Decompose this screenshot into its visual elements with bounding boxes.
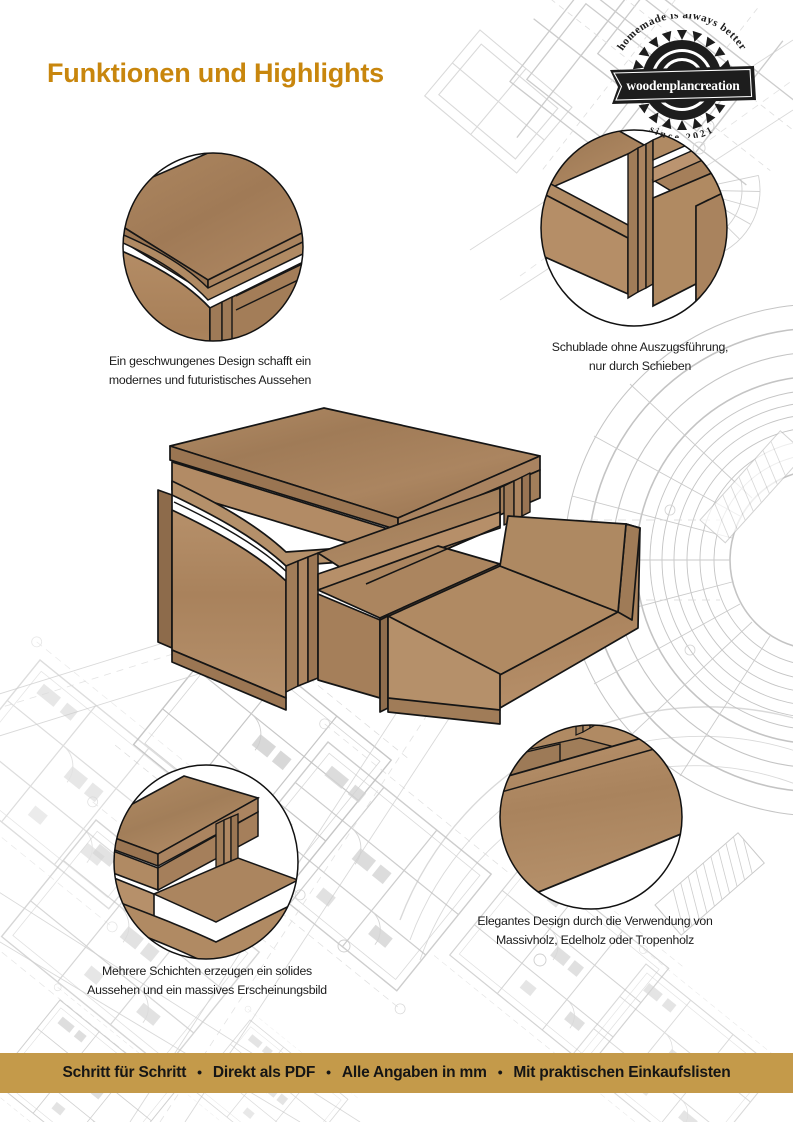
footer-bar: Schritt für Schritt • Direkt als PDF • A…: [0, 1053, 793, 1093]
footer-feature-list: Schritt für Schritt • Direkt als PDF • A…: [63, 1064, 731, 1082]
page-title: Funktionen und Highlights: [47, 58, 384, 88]
center-board-a: [285, 560, 299, 693]
caption-line: Aussehen und ein massives Erscheinungsbi…: [87, 983, 327, 997]
detail-caption-wood-choice: Elegantes Design durch die Verwendung vo…: [412, 912, 778, 950]
drawer-front-return: [379, 615, 389, 713]
caption-line: Massivholz, Edelholz oder Tropenholz: [495, 933, 695, 947]
detail-caption-layers: Mehrere Schichten erzeugen ein solides A…: [22, 962, 392, 1000]
detail-wood-choice: [494, 722, 688, 912]
caption-line: nur durch Schieben: [588, 359, 692, 373]
center-board-c: [307, 552, 319, 683]
rear-post-c: [521, 472, 531, 517]
footer-item-shopping-list: Mit praktischen Einkaufslisten: [513, 1064, 731, 1081]
center-board-b: [297, 556, 309, 687]
divider-rail: [365, 525, 501, 585]
detail-layers: [108, 762, 304, 966]
footer-item-pdf: Direkt als PDF: [212, 1064, 316, 1081]
detail-caption-curved-design: Ein geschwungenes Design schafft ein mod…: [40, 352, 380, 390]
logo-banner: woodenplancreation: [610, 66, 756, 104]
caption-line: modernes und futuristisches Aussehen: [108, 373, 312, 387]
caption-line: Mehrere Schichten erzeugen ein solides: [102, 964, 312, 978]
footer-separator: •: [497, 1064, 503, 1080]
detail-drawer-no-slides: [536, 128, 732, 332]
logo-banner-text: woodenplancreation: [626, 78, 740, 93]
left-edge-board: [157, 489, 173, 649]
carcass-shelf-edge: [317, 511, 501, 591]
detail-circle-outline: [122, 152, 304, 342]
rear-post-b: [513, 476, 523, 521]
footer-item-step-by-step: Schritt für Schritt: [62, 1064, 187, 1081]
detail-curved-design: [118, 150, 308, 345]
caption-line: Schublade ohne Auszugsführung,: [551, 340, 729, 354]
footer-separator: •: [197, 1064, 202, 1080]
coffee-table-with-open-drawer: [157, 407, 641, 725]
footer-item-mm: Alle Angaben in mm: [341, 1064, 487, 1081]
caption-line: Elegantes Design durch die Verwendung vo…: [477, 914, 713, 928]
footer-separator: •: [326, 1064, 331, 1080]
wave-line: [173, 501, 289, 574]
woodenplancreation-logo: homemade is always better since 2021 woo…: [610, 14, 756, 138]
caption-line: Ein geschwungenes Design schafft ein: [108, 354, 311, 368]
detail-caption-drawer-no-slides: Schublade ohne Auszugsführung, nur durch…: [495, 338, 785, 376]
